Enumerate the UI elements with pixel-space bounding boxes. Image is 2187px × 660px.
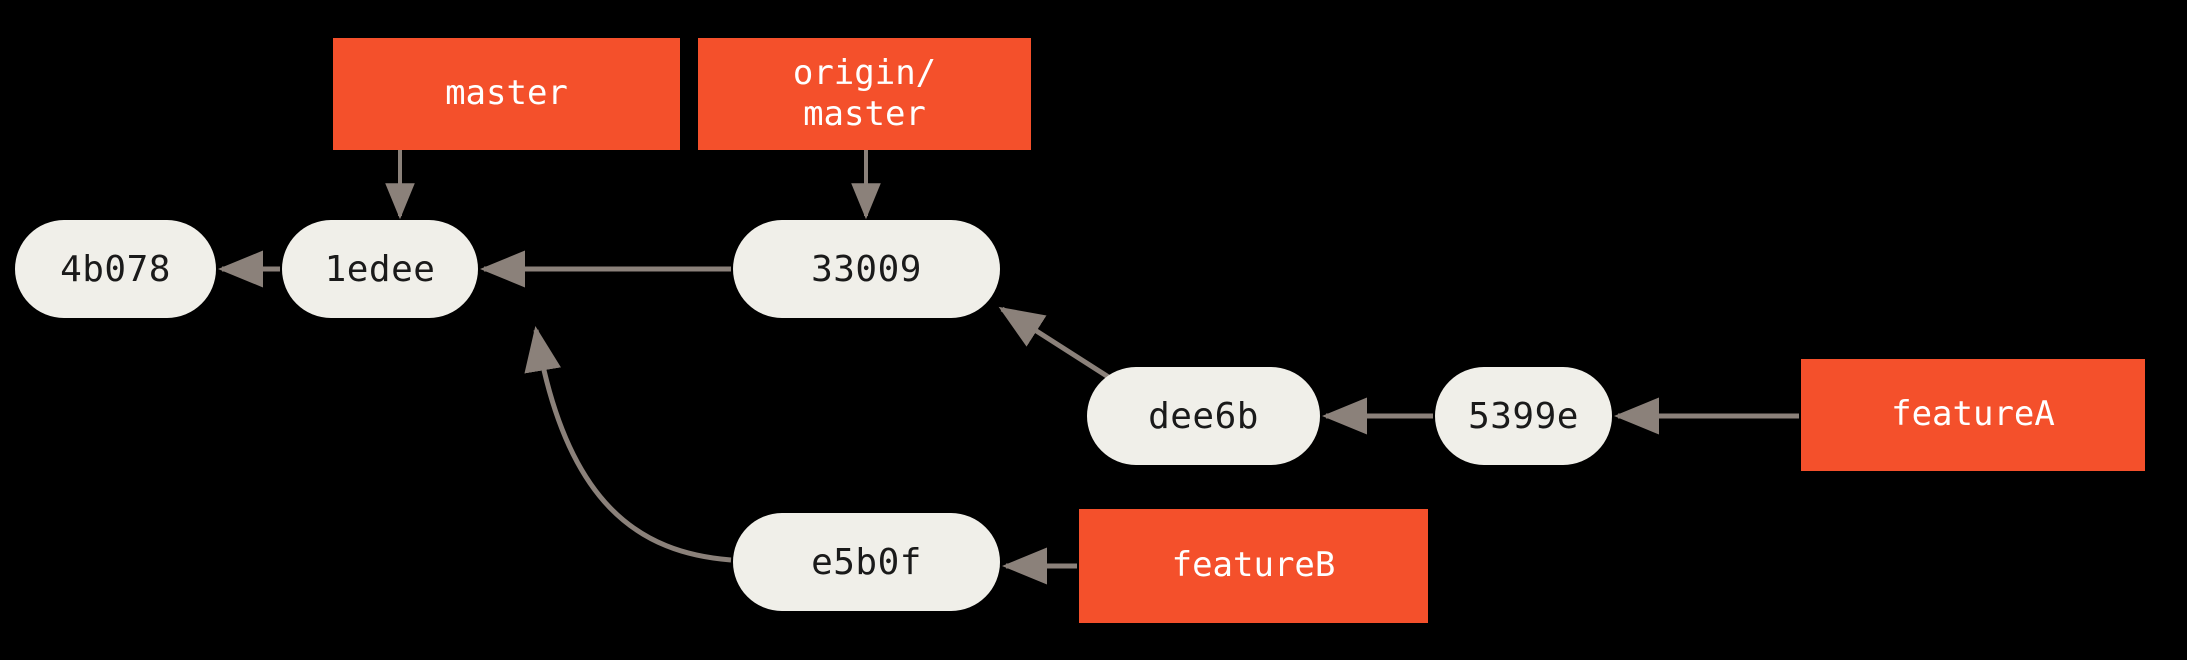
commit-label: 33009 <box>811 248 922 290</box>
commit-node-4b078[interactable]: 4b078 <box>15 220 216 318</box>
commit-label: 5399e <box>1468 395 1579 437</box>
branch-label-text: origin/ master <box>792 52 937 134</box>
commit-node-33009[interactable]: 33009 <box>733 220 1000 318</box>
branch-label-featureB[interactable]: featureB <box>1079 509 1428 623</box>
branch-label-featureA[interactable]: featureA <box>1801 359 2145 471</box>
commit-node-dee6b[interactable]: dee6b <box>1087 367 1320 465</box>
edge-dee6b-to-33009 <box>998 306 1112 381</box>
commit-label: 1edee <box>324 248 436 290</box>
branch-label-text: master <box>445 73 568 114</box>
commit-label: 4b078 <box>60 248 171 290</box>
edge-e5b0f-to-1edee <box>524 326 732 563</box>
commit-node-e5b0f[interactable]: e5b0f <box>733 513 1000 611</box>
branch-label-master[interactable]: master <box>333 38 680 150</box>
commit-node-1edee[interactable]: 1edee <box>282 220 478 318</box>
branch-label-text: featureB <box>1171 545 1336 586</box>
commit-label: dee6b <box>1148 395 1259 437</box>
branch-label-text: featureA <box>1891 394 2055 435</box>
commit-node-5399e[interactable]: 5399e <box>1435 367 1612 465</box>
branch-label-origin-master[interactable]: origin/ master <box>698 38 1031 150</box>
commit-label: e5b0f <box>811 541 922 583</box>
